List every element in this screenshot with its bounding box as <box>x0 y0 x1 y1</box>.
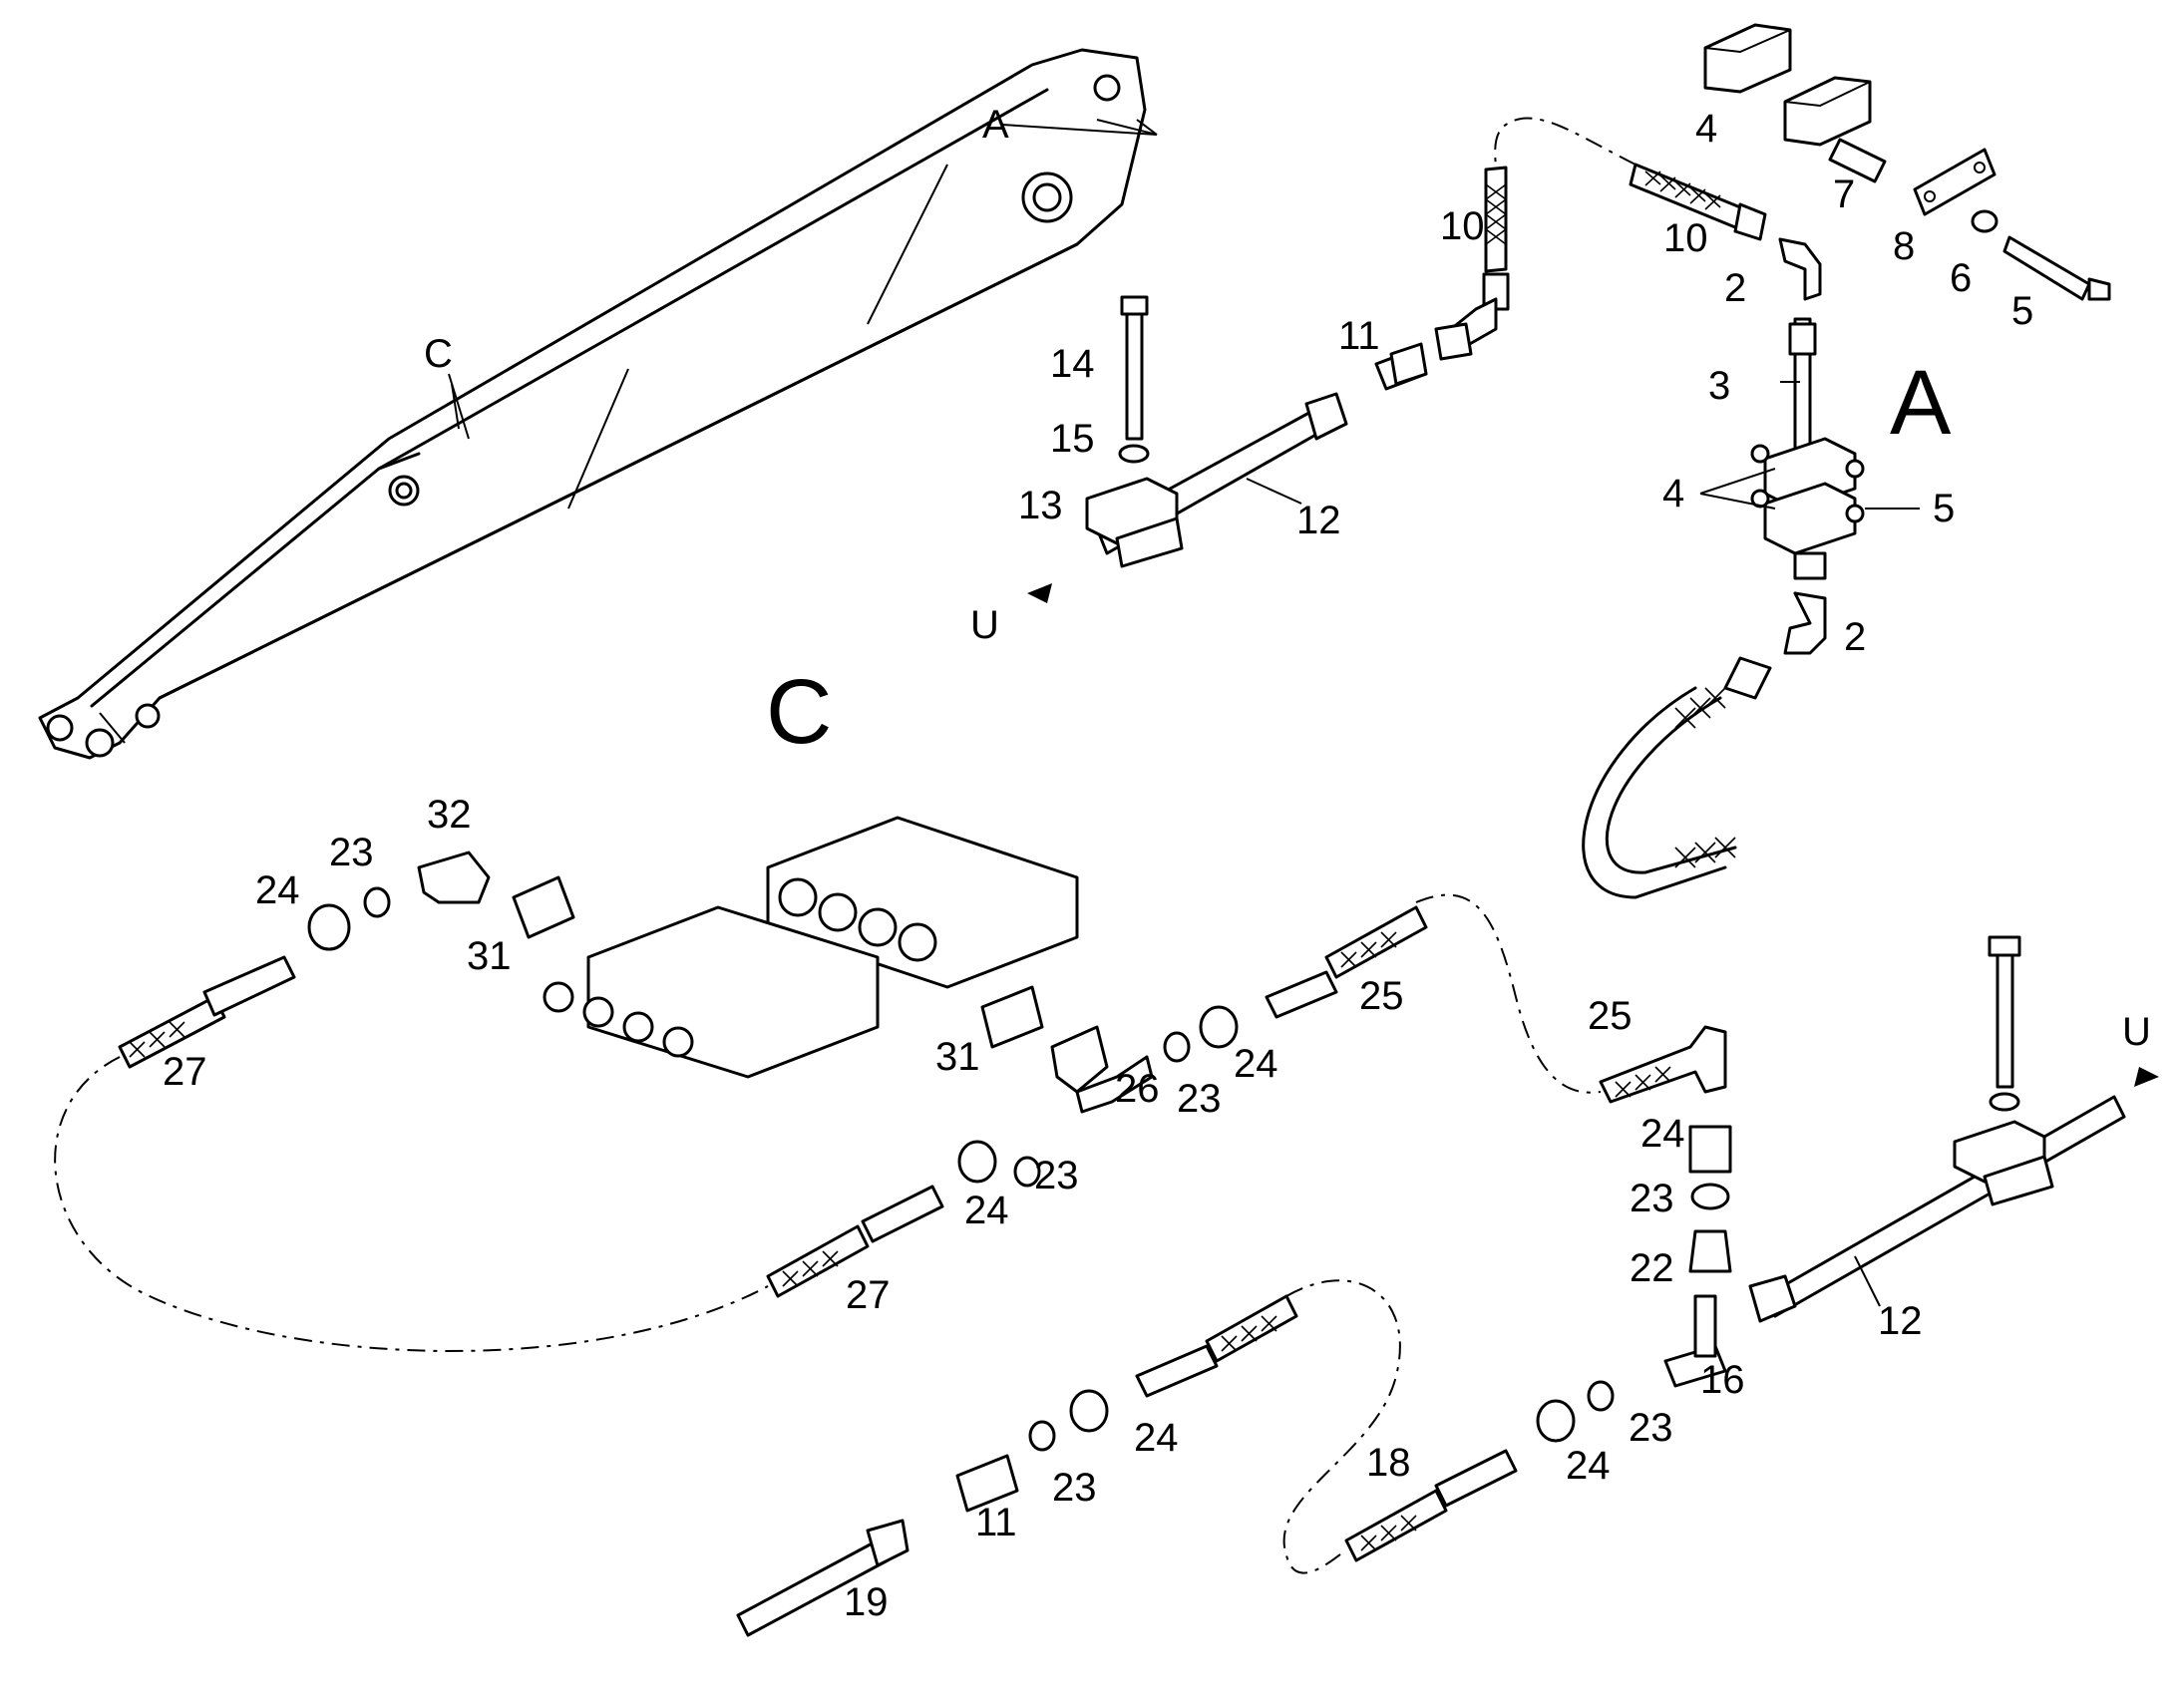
detail-a-parts <box>1085 23 2111 899</box>
callout-c-c-small: C <box>424 332 453 376</box>
callout-c-u2: U <box>2122 1010 2151 1054</box>
callout-c-32: 32 <box>427 793 472 837</box>
callout-c-19: 19 <box>844 1580 889 1624</box>
callout-c-a-small: A <box>982 103 1009 147</box>
callout-c-5b: 5 <box>1933 487 1955 530</box>
callout-c-22: 22 <box>1630 1246 1674 1290</box>
callout-c-24a: 24 <box>255 868 300 912</box>
arrow-u-left-icon <box>1027 583 1052 603</box>
callout-c-25b: 25 <box>1588 994 1633 1038</box>
callout-c-5a: 5 <box>2011 289 2033 333</box>
callout-c-27b: 27 <box>846 1273 891 1317</box>
callout-c-24d: 24 <box>964 1189 1009 1232</box>
callout-c-12b: 12 <box>1878 1299 1923 1343</box>
callout-c-18: 18 <box>1366 1441 1411 1485</box>
view-labels: AC <box>766 352 1952 763</box>
callout-c-4b: 4 <box>1662 472 1684 515</box>
callout-c-3: 3 <box>1708 364 1730 408</box>
callout-c-14: 14 <box>1050 342 1095 386</box>
callout-c-11b: 11 <box>975 1501 1017 1544</box>
view-c-label: C <box>766 661 832 763</box>
callout-c-13: 13 <box>1018 484 1063 527</box>
callout-c-23f: 23 <box>1052 1466 1097 1510</box>
callout-c-6: 6 <box>1950 256 1972 300</box>
callout-c-12a: 12 <box>1296 499 1341 542</box>
callout-c-8: 8 <box>1893 224 1915 268</box>
callout-c-u1: U <box>970 603 999 647</box>
callout-c-23c: 23 <box>1034 1154 1079 1197</box>
callout-c-23b: 23 <box>1177 1077 1222 1121</box>
callout-c-24e: 24 <box>1134 1416 1179 1460</box>
callout-c-11a: 11 <box>1338 314 1380 358</box>
leader-lines <box>448 124 1920 1307</box>
callout-c-23d: 23 <box>1630 1177 1674 1220</box>
callout-c-31a: 31 <box>467 934 512 978</box>
callout-c-24f: 24 <box>1566 1444 1611 1488</box>
boom-arm <box>38 48 1158 760</box>
callout-c-16: 16 <box>1700 1358 1745 1402</box>
callout-c-25a: 25 <box>1359 974 1404 1018</box>
detail-c-parts <box>118 816 2126 1637</box>
callout-c-2a: 2 <box>1724 266 1746 310</box>
callout-c-31b: 31 <box>935 1035 980 1079</box>
callout-c-10b: 10 <box>1663 216 1708 260</box>
callout-c-23e: 23 <box>1629 1406 1673 1450</box>
callout-c-10a: 10 <box>1440 204 1485 248</box>
callout-c-24c: 24 <box>1640 1112 1685 1156</box>
callout-c-7: 7 <box>1833 172 1855 216</box>
hose-routing <box>54 117 1636 1574</box>
arrow-u-right-icon <box>2134 1067 2159 1087</box>
callout-c-26: 26 <box>1115 1067 1160 1111</box>
callout-c-2b: 2 <box>1844 615 1866 659</box>
callout-c-15: 15 <box>1050 417 1095 461</box>
callout-c-24b: 24 <box>1234 1042 1278 1086</box>
callout-c-4a: 4 <box>1695 107 1717 151</box>
view-a-label: A <box>1890 352 1952 454</box>
callout-c-27a: 27 <box>163 1050 207 1094</box>
callout-c-23a: 23 <box>329 831 374 874</box>
